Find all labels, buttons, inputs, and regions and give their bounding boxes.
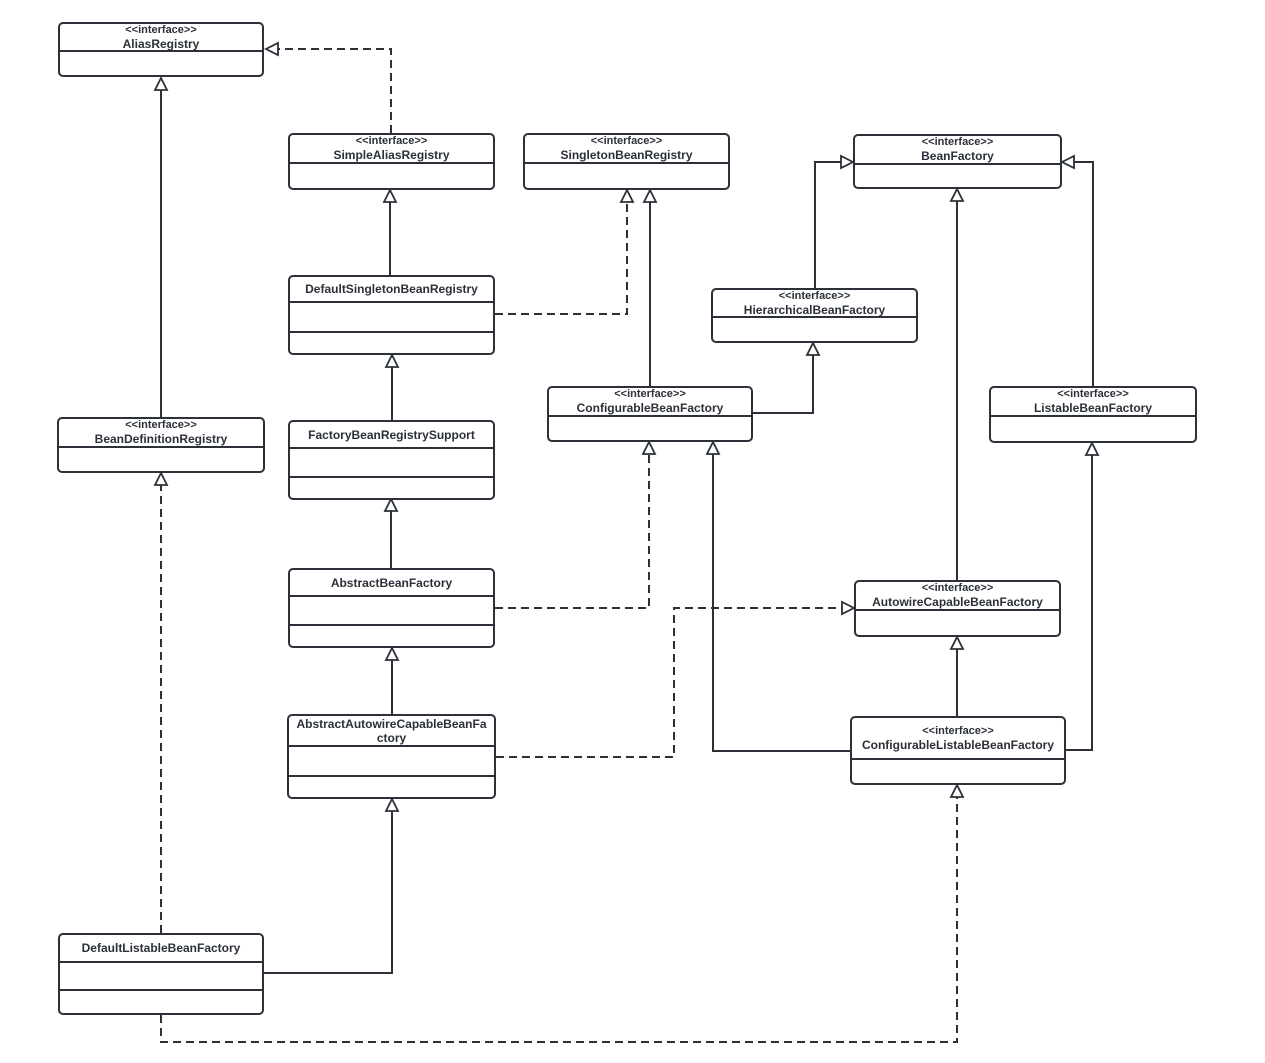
stereotype-label: <<interface>>: [921, 136, 994, 148]
edge-defaultlistablebeanfactory-implements-configurablelistablebeanfactory: [160, 782, 965, 1043]
methods-compartment: [290, 476, 493, 498]
members-compartment: [549, 415, 751, 440]
members-compartment: [713, 316, 916, 341]
stereotype-label: <<interface>>: [778, 289, 851, 302]
class-name: AutowireCapableBeanFactory: [872, 595, 1043, 609]
stereotype-label: <<interface>>: [614, 388, 686, 400]
node-title: <<interface>> HierarchicalBeanFactory: [713, 289, 916, 317]
uml-node-listablebeanfactory: <<interface>> ListableBeanFactory: [989, 386, 1197, 443]
class-name: ListableBeanFactory: [1033, 401, 1153, 415]
stereotype-label: <<interface>>: [355, 135, 428, 147]
edge-defaultsingletonbeanregistry-implements-singletonbeanregistry: [495, 187, 635, 315]
edge-defaultlistablebeanfactory-implements-beandefinitionregistry: [153, 470, 169, 933]
uml-node-hierarchicalbeanfactory: <<interface>> HierarchicalBeanFactory: [711, 288, 918, 343]
node-title: <<interface>> SingletonBeanRegistry: [525, 135, 728, 162]
edge-configurablelistablebeanfactory-extends-listablebeanfactory: [1066, 440, 1100, 751]
edge-configurablelistablebeanfactory-extends-configurablebeanfactory: [705, 439, 850, 752]
fields-compartment: [290, 301, 493, 331]
methods-compartment: [60, 989, 262, 1013]
uml-node-defaultlistablebeanfactory: DefaultListableBeanFactory: [58, 933, 264, 1015]
members-compartment: [991, 415, 1195, 441]
node-title: FactoryBeanRegistrySupport: [290, 422, 493, 447]
uml-node-configurablebeanfactory: <<interface>> ConfigurableBeanFactory: [547, 386, 753, 442]
node-title: <<interface>> BeanFactory: [855, 136, 1060, 163]
node-title: <<interface>> AliasRegistry: [60, 23, 262, 51]
node-title: <<interface>> SimpleAliasRegistry: [290, 135, 493, 162]
node-title: <<interface>> BeanDefinitionRegistry: [59, 419, 263, 446]
class-name: HierarchicalBeanFactory: [743, 302, 886, 317]
members-compartment: [855, 163, 1060, 187]
class-name: SingletonBeanRegistry: [560, 148, 693, 162]
edge-autowirecapablebeanfactory-extends-beanfactory: [949, 186, 965, 580]
edge-listablebeanfactory-extends-beanfactory: [1059, 154, 1094, 386]
fields-compartment: [289, 745, 494, 775]
uml-node-simplealiasregistry: <<interface>> SimpleAliasRegistry: [288, 133, 495, 190]
edge-abstractautowirecapablebeanfactory-implements-autowirecapablebeanfactory: [496, 600, 857, 758]
edge-beandefinitionregistry-extends-aliasregistry: [153, 75, 169, 417]
uml-node-beanfactory: <<interface>> BeanFactory: [853, 134, 1062, 189]
edge-configurablebeanfactory-extends-hierarchicalbeanfactory: [753, 340, 821, 414]
members-compartment: [59, 446, 263, 471]
edge-defaultlistablebeanfactory-extends-abstractautowirecapablebeanfactory: [264, 796, 400, 974]
edge-defaultsingletonbeanregistry-extends-simplealiasregistry: [382, 187, 398, 275]
edge-abstractbeanfactory-implements-configurablebeanfactory: [495, 439, 657, 609]
edge-abstractautowirecapablebeanfactory-extends-abstractbeanfactory: [384, 645, 400, 714]
node-title: <<interface>> AutowireCapableBeanFactory: [856, 582, 1059, 609]
uml-node-configurablelistablebeanfactory: <<interface>> ConfigurableListableBeanFa…: [850, 716, 1066, 785]
members-compartment: [852, 758, 1064, 783]
class-name: FactoryBeanRegistrySupport: [308, 427, 475, 442]
methods-compartment: [290, 331, 493, 353]
class-name: AliasRegistry: [122, 36, 200, 51]
node-title: <<interface>> ConfigurableBeanFactory: [549, 388, 751, 415]
stereotype-label: <<interface>>: [921, 582, 994, 594]
node-title: AbstractBeanFactory: [290, 570, 493, 595]
node-title: <<interface>> ConfigurableListableBeanFa…: [852, 718, 1064, 758]
stereotype-label: <<interface>>: [125, 23, 197, 36]
class-name: AbstractBeanFactory: [330, 575, 453, 590]
uml-node-autowirecapablebeanfactory: <<interface>> AutowireCapableBeanFactory: [854, 580, 1061, 637]
fields-compartment: [60, 961, 262, 989]
edge-abstractbeanfactory-extends-factorybeanregistrysupport: [383, 496, 399, 568]
fields-compartment: [290, 447, 493, 476]
stereotype-label: <<interface>>: [1057, 388, 1129, 400]
node-title: <<interface>> ListableBeanFactory: [991, 388, 1195, 415]
methods-compartment: [289, 775, 494, 797]
uml-node-abstractautowirecapablebeanfactory: AbstractAutowireCapableBeanFactory: [287, 714, 496, 799]
class-name: DefaultListableBeanFactory: [81, 941, 241, 955]
methods-compartment: [290, 624, 493, 646]
stereotype-label: <<interface>>: [922, 724, 994, 737]
fields-compartment: [290, 595, 493, 624]
edge-hierarchicalbeanfactory-extends-beanfactory: [814, 154, 856, 288]
class-name: DefaultSingletonBeanRegistry: [305, 282, 478, 296]
class-name: ConfigurableBeanFactory: [576, 401, 724, 415]
uml-node-beandefinitionregistry: <<interface>> BeanDefinitionRegistry: [57, 417, 265, 473]
class-name: BeanFactory: [921, 149, 994, 163]
edge-simplealiasregistry-implements-aliasregistry: [263, 41, 392, 133]
uml-node-factorybeanregistrysupport: FactoryBeanRegistrySupport: [288, 420, 495, 500]
members-compartment: [525, 162, 728, 188]
class-name: ConfigurableListableBeanFactory: [861, 737, 1055, 752]
node-title: AbstractAutowireCapableBeanFactory: [289, 716, 494, 745]
members-compartment: [290, 162, 493, 188]
node-title: DefaultListableBeanFactory: [60, 935, 262, 961]
stereotype-label: <<interface>>: [590, 135, 663, 147]
class-name: SimpleAliasRegistry: [333, 148, 450, 162]
uml-node-singletonbeanregistry: <<interface>> SingletonBeanRegistry: [523, 133, 730, 190]
stereotype-label: <<interface>>: [125, 419, 197, 431]
uml-node-aliasregistry: <<interface>> AliasRegistry: [58, 22, 264, 77]
members-compartment: [856, 609, 1059, 635]
members-compartment: [60, 50, 262, 75]
class-name: AbstractAutowireCapableBeanFactory: [296, 716, 487, 745]
edge-factorybeanregistrysupport-extends-defaultsingletonbeanregistry: [384, 352, 400, 420]
edge-configurablelistablebeanfactory-extends-autowirecapablebeanfactory: [949, 634, 965, 716]
uml-node-abstractbeanfactory: AbstractBeanFactory: [288, 568, 495, 648]
uml-node-defaultsingletonbeanregistry: DefaultSingletonBeanRegistry: [288, 275, 495, 355]
class-name: BeanDefinitionRegistry: [94, 432, 228, 446]
edge-configurablebeanfactory-extends-singletonbeanregistry: [642, 187, 658, 386]
node-title: DefaultSingletonBeanRegistry: [290, 277, 493, 301]
